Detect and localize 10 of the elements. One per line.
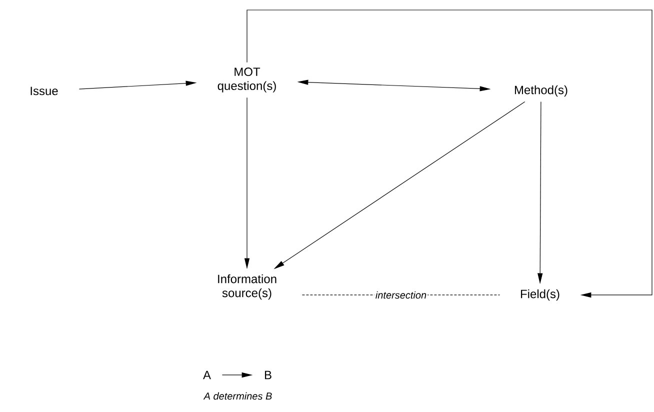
node-text: Issue: [30, 86, 58, 96]
node-text: MOT question(s): [218, 68, 276, 92]
node-text: B: [265, 370, 272, 380]
node-text: Field(s): [520, 289, 560, 301]
arrow: [246, 10, 652, 298]
node-text: A: [203, 370, 211, 380]
node-text: Information source(s): [218, 274, 276, 300]
edge-label: intersection: [374, 290, 428, 300]
node-text: Method(s): [514, 85, 568, 97]
caption: A determines B: [203, 392, 272, 400]
